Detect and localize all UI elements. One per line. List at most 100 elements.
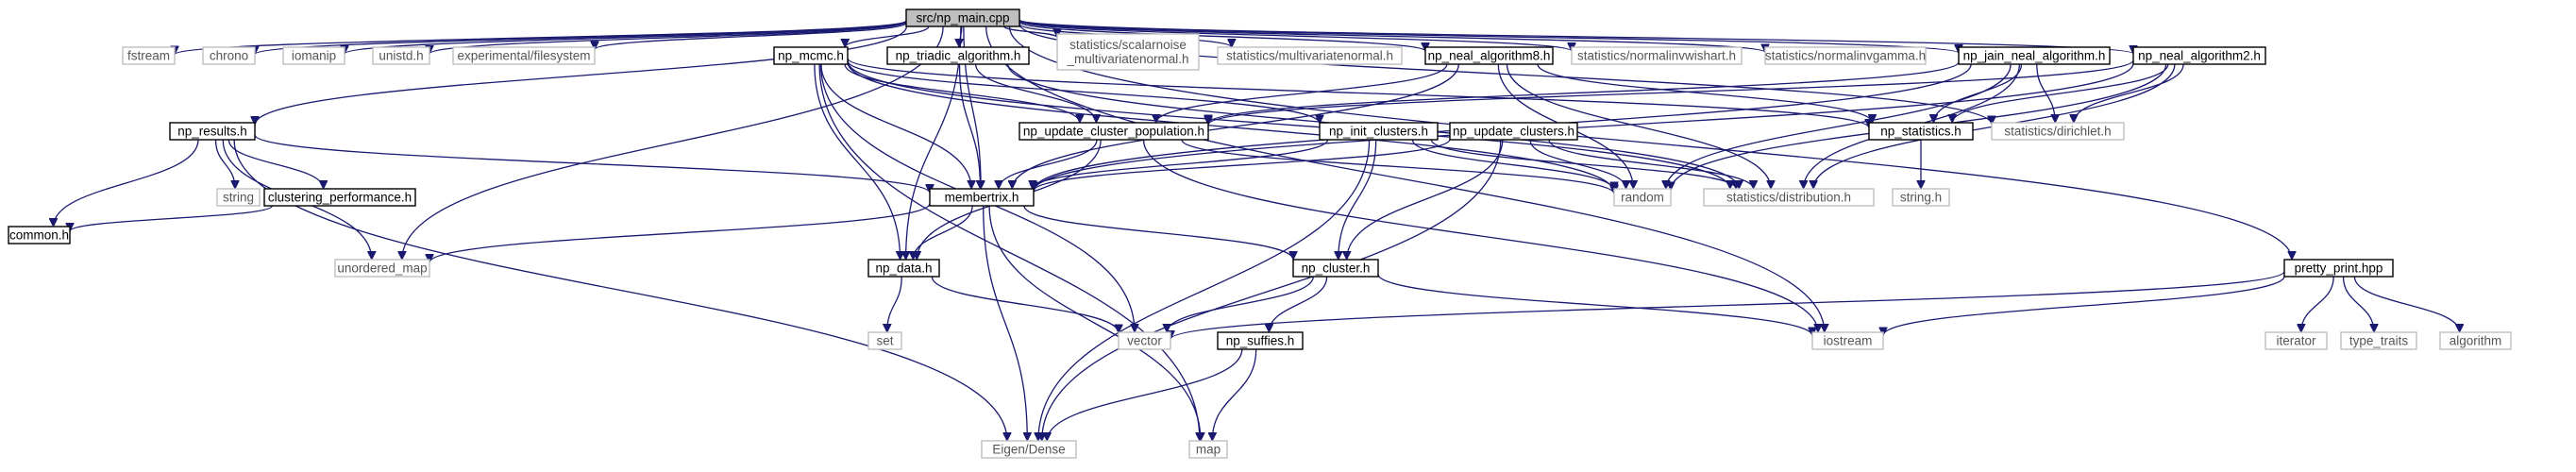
edge-neal2-to-update_pop (1208, 59, 2134, 126)
node-unordered-map: unordered_map (334, 259, 430, 278)
node-statistics[interactable]: np_statistics.h (1868, 122, 1974, 141)
node-neal2-label: np_neal_algorithm2.h (2138, 49, 2261, 63)
node-np-cluster[interactable]: np_cluster.h (1292, 259, 1379, 278)
node-triadic-label: np_triadic_algorithm.h (896, 49, 1021, 63)
node-update-pop[interactable]: np_update_cluster_population.h (1019, 122, 1209, 141)
node-clustering-perf-box (263, 188, 416, 207)
node-vector-box (1118, 331, 1171, 350)
edge-pretty_print-to-type_traits (2342, 276, 2375, 332)
node-mcmc[interactable]: np_mcmc.h (773, 46, 849, 65)
node-fstream-label: fstream (127, 49, 170, 63)
node-update-clusters-label: np_update_clusters.h (1453, 125, 1574, 139)
node-pretty-print-label: pretty_print.hpp (2295, 261, 2383, 276)
node-scalarnoise-label: statistics/scalarnoise_multivariatenorma… (1066, 38, 1188, 66)
node-clustering-perf[interactable]: clustering_performance.h (263, 188, 416, 207)
node-common[interactable]: common.h (8, 226, 71, 244)
node-neal2[interactable]: np_neal_algorithm2.h (2132, 46, 2266, 65)
node-chrono-box (202, 46, 256, 65)
edge-main-to-results (255, 25, 908, 126)
node-algorithm-box (2439, 331, 2512, 350)
edge-main-to-unordered_map (402, 25, 944, 260)
node-iomanip: iomanip (282, 46, 345, 65)
node-jain[interactable]: np_jain_neal_algorithm.h (1958, 46, 2111, 65)
node-neal8-label: np_neal_algorithm8.h (1428, 49, 1551, 63)
node-filesystem-box (452, 46, 596, 65)
node-np-data[interactable]: np_data.h (867, 259, 940, 278)
edge-pretty_print-to-vector (1170, 270, 2285, 340)
edge-triadic-to-membertrix (958, 63, 981, 189)
node-update-clusters[interactable]: np_update_clusters.h (1449, 122, 1578, 141)
node-string-h-label: string.h (1900, 191, 1942, 205)
node-membertrix[interactable]: membertrix.h (929, 188, 1035, 207)
node-update-pop-box (1019, 122, 1209, 141)
edge-results-to-common (54, 139, 199, 227)
edge-results-to-string (214, 139, 236, 189)
edge-jain-to-update_pop (1208, 61, 1960, 125)
node-membertrix-box (929, 188, 1035, 207)
edge-mcmc-to-map (818, 63, 1200, 441)
node-np-data-box (867, 259, 940, 278)
node-results[interactable]: np_results.h (169, 122, 256, 141)
node-common-label: common.h (9, 228, 69, 243)
node-string: string (216, 188, 261, 207)
node-pretty-print[interactable]: pretty_print.hpp (2283, 259, 2394, 278)
node-unordered-map-box (334, 259, 430, 278)
edge-main-to-iostream (985, 25, 1825, 332)
node-common-box (8, 226, 71, 244)
edge-update_pop-to-random (1181, 139, 1614, 194)
edge-main-to-neal8 (1019, 21, 1425, 52)
node-init-clusters-label: np_init_clusters.h (1329, 125, 1428, 139)
node-normalinvwishart-box (1571, 46, 1743, 65)
node-random-label: random (1621, 191, 1664, 205)
node-dirichlet-box (1991, 122, 2125, 141)
node-triadic[interactable]: np_triadic_algorithm.h (886, 46, 1030, 65)
node-update-pop-label: np_update_cluster_population.h (1023, 125, 1204, 139)
node-normalinvgamma: statistics/normalinvgamma.h (1764, 46, 1927, 65)
node-chrono: chrono (202, 46, 256, 65)
node-iostream-box (1811, 331, 1884, 350)
node-pretty-print-box (2283, 259, 2394, 278)
node-string-h: string.h (1892, 188, 1950, 207)
node-eigen: Eigen/Dense (981, 440, 1077, 459)
edge-update_clusters-to-eigen (1042, 139, 1502, 441)
node-init-clusters[interactable]: np_init_clusters.h (1319, 122, 1439, 141)
edge-mcmc-to-init_clusters (847, 59, 1320, 124)
edge-init_clusters-to-membertrix (1033, 139, 1329, 190)
node-iostream: iostream (1811, 331, 1884, 350)
node-main-box (905, 8, 1020, 27)
edge-main-to-scalarnoise (1003, 25, 1057, 39)
node-multivariatenormal-box (1217, 46, 1403, 65)
edge-membertrix-to-map (988, 205, 1201, 441)
edge-np_data-to-set (887, 276, 902, 332)
node-unistd-box (372, 46, 430, 65)
node-distribution-box (1703, 188, 1875, 207)
node-multivariatenormal: statistics/multivariatenormal.h (1217, 46, 1403, 65)
node-unistd: unistd.h (372, 46, 430, 65)
node-normalinvwishart-label: statistics/normalinvwishart.h (1577, 49, 1736, 63)
node-neal8-box (1424, 46, 1554, 65)
edge-main-to-normalinvwishart (1019, 20, 1572, 52)
node-main[interactable]: src/np_main.cpp (905, 8, 1020, 27)
node-statistics-box (1868, 122, 1974, 141)
node-unistd-label: unistd.h (379, 49, 423, 63)
node-triadic-box (886, 46, 1030, 65)
edge-np_data-to-vector (931, 276, 1119, 333)
edge-triadic-to-update_pop (974, 63, 1097, 124)
edge-main-to-pretty_print (1008, 25, 2293, 260)
edge-np_cluster-to-iostream (1377, 274, 1812, 336)
edge-main-to-filesystem (595, 22, 907, 51)
edges-layer (54, 19, 2460, 441)
node-neal8[interactable]: np_neal_algorithm8.h (1424, 46, 1554, 65)
node-statistics-label: np_statistics.h (1880, 125, 1961, 139)
node-set-box (867, 331, 902, 350)
node-distribution-label: statistics/distribution.h (1726, 191, 1851, 205)
edge-mcmc-to-np_data (814, 63, 901, 260)
node-normalinvgamma-box (1764, 46, 1927, 65)
edge-membertrix-to-np_data (913, 205, 973, 261)
edge-np_cluster-to-vector (1167, 276, 1314, 333)
node-np-suffies[interactable]: np_suffies.h (1217, 331, 1304, 350)
edge-mcmc-to-membertrix (820, 63, 971, 189)
node-string-h-box (1892, 188, 1950, 207)
edge-pretty_print-to-iostream (1883, 276, 2285, 336)
